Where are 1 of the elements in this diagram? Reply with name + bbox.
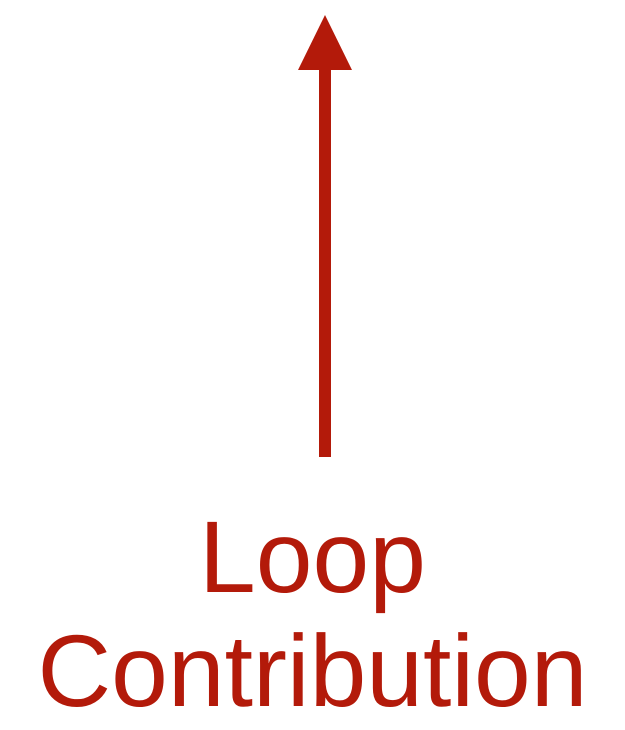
axis-label: Loop Contribution: [36, 500, 588, 728]
